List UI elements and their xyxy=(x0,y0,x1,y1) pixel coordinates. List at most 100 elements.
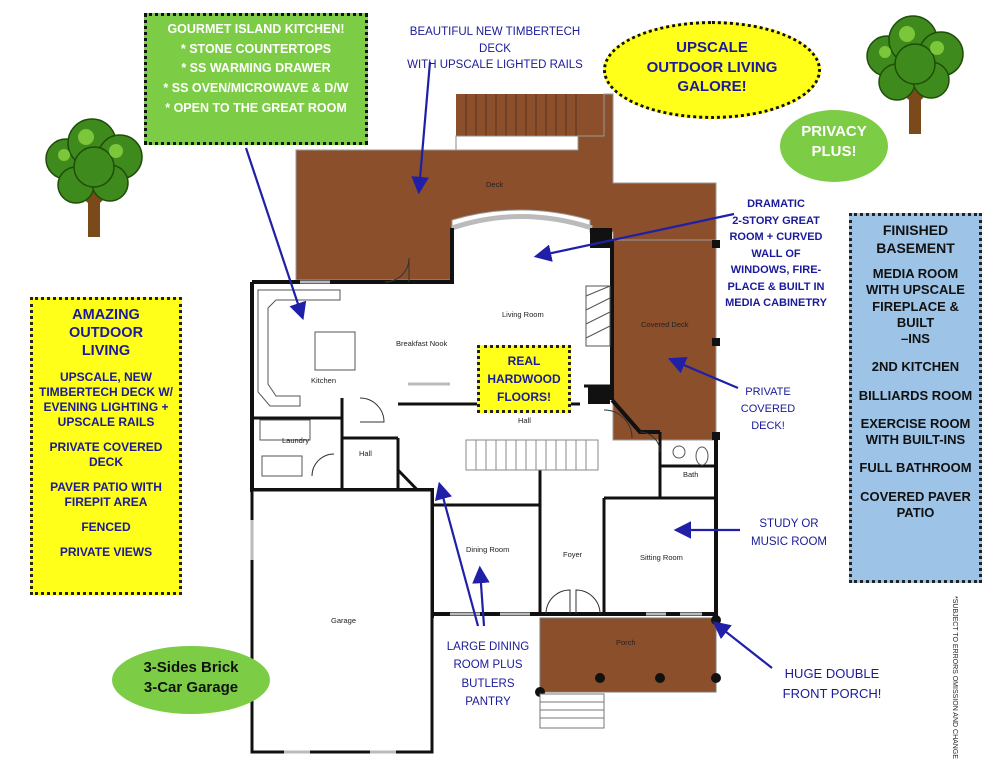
room-label-porch: Porch xyxy=(616,638,636,647)
basement-item-line: COVERED PAVER xyxy=(860,488,971,504)
amazing-item: FENCED xyxy=(37,520,175,535)
dining-line: PANTRY xyxy=(465,696,511,709)
room-label-hall-small: Hall xyxy=(359,449,372,458)
study-line: MUSIC ROOM xyxy=(750,535,828,548)
basement-item-line: PATIO xyxy=(896,504,935,520)
basement-item: COVERED PAVER PATIO xyxy=(855,489,976,522)
kitchen-callout-item: * OPEN TO THE GREAT ROOM xyxy=(165,100,347,115)
amazing-item-line: PAVER PATIO WITH xyxy=(50,480,162,495)
porch-line: HUGE DOUBLE xyxy=(784,666,880,681)
amazing-item: PRIVATE VIEWS xyxy=(37,545,175,560)
basement-item-line: WITH UPSCALE xyxy=(866,282,965,298)
amazing-item-line: DECK xyxy=(88,455,123,470)
amazing-item-line: PRIVATE COVERED xyxy=(49,440,163,455)
amazing-item: PAVER PATIO WITH FIREPIT AREA xyxy=(37,480,175,510)
basement-item-line: EXERCISE ROOM xyxy=(860,415,971,431)
porch-callout: HUGE DOUBLE FRONT PORCH! xyxy=(778,664,886,704)
room-label-bath: Bath xyxy=(683,470,699,479)
basement-item-line: BILLIARDS ROOM xyxy=(858,387,973,403)
great-room-line: MEDIA CABINETRY xyxy=(725,297,827,309)
room-label-foyer: Foyer xyxy=(563,550,583,559)
study-callout: STUDY OR MUSIC ROOM xyxy=(744,516,834,552)
room-label-deck: Deck xyxy=(486,180,504,189)
great-room-line: ROOM + CURVED xyxy=(729,231,823,243)
amazing-item-line: UPSCALE RAILS xyxy=(57,415,155,430)
upscale-line: UPSCALE xyxy=(676,39,748,56)
amazing-outdoor-box: AMAZING OUTDOOR LIVING UPSCALE, NEW TIMB… xyxy=(30,297,182,595)
amazing-title-line: OUTDOOR xyxy=(68,325,144,342)
private-covered-callout: PRIVATE COVERED DECK! xyxy=(732,384,804,435)
amazing-title-line: AMAZING xyxy=(72,307,140,323)
room-label-garage: Garage xyxy=(331,616,357,625)
basement-title-line: BASEMENT xyxy=(876,239,955,256)
private-covered-line: DECK! xyxy=(751,420,785,433)
great-room-line: DRAMATIC xyxy=(747,198,805,210)
amazing-item-line: EVENING LIGHTING + xyxy=(43,400,169,415)
room-label-laundry: Laundry xyxy=(282,436,310,445)
basement-item: EXERCISE ROOM WITH BUILT-INS xyxy=(855,416,976,449)
upscale-outdoor-ellipse: UPSCALE OUTDOOR LIVING GALORE! xyxy=(603,21,821,119)
garage-callout-line: 3-Car Garage xyxy=(143,678,239,696)
privacy-line: PRIVACY xyxy=(801,123,867,140)
finished-basement-box: FINISHED BASEMENT MEDIA ROOM WITH UPSCAL… xyxy=(849,213,982,583)
disclaimer-text: *SUBJECT TO ERRORS OMISSION AND CHANGE xyxy=(951,596,958,759)
great-room-line: WINDOWS, FIRE- xyxy=(730,264,822,276)
basement-item-line: FULL BATHROOM xyxy=(859,460,972,476)
basement-item-line: 2ND KITCHEN xyxy=(871,359,960,375)
dining-line: LARGE DINING xyxy=(446,641,530,653)
privacy-line: PLUS! xyxy=(811,143,857,161)
room-label-covered-deck: Covered Deck xyxy=(641,320,689,329)
study-line: STUDY OR xyxy=(759,518,819,530)
room-label-living-room: Living Room xyxy=(502,310,544,319)
private-covered-line: PRIVATE xyxy=(745,386,791,398)
kitchen-callout-item: * SS OVEN/MICROWAVE & D/W xyxy=(163,80,349,95)
hardwood-line: HARDWOOD xyxy=(487,372,561,386)
kitchen-callout-title: GOURMET ISLAND KITCHEN! xyxy=(167,22,345,36)
garage-brick-ellipse: 3-Sides Brick 3-Car Garage xyxy=(112,646,270,714)
porch-area xyxy=(539,617,717,693)
deck-callout-line: BEAUTIFUL NEW TIMBERTECH DECK xyxy=(409,26,581,55)
room-label-hall: Hall xyxy=(518,416,531,425)
tree-left-icon xyxy=(45,118,143,237)
deck-stairs xyxy=(455,94,604,151)
tree-right-icon xyxy=(866,15,964,134)
basement-item-line: WITH BUILT-INS xyxy=(865,432,966,447)
kitchen-callout-item: * STONE COUNTERTOPS xyxy=(180,41,332,56)
great-room-line: 2-STORY GREAT xyxy=(732,214,820,227)
room-label-sitting-room: Sitting Room xyxy=(640,553,683,562)
private-covered-line: COVERED xyxy=(740,403,796,416)
deck-callout: BEAUTIFUL NEW TIMBERTECH DECK WITH UPSCA… xyxy=(398,24,592,74)
amazing-item-line: FENCED xyxy=(81,520,131,535)
great-room-line: WALL OF xyxy=(751,247,801,260)
basement-item: FULL BATHROOM xyxy=(855,460,976,476)
garage-callout-line: 3-Sides Brick xyxy=(143,659,239,676)
upscale-line: OUTDOOR LIVING xyxy=(646,58,778,76)
basement-item-line: MEDIA ROOM xyxy=(872,266,959,281)
amazing-item: UPSCALE, NEW TIMBERTECH DECK W/ EVENING … xyxy=(37,370,175,430)
upscale-line: GALORE! xyxy=(677,78,747,95)
garage-area xyxy=(250,488,434,754)
amazing-item-line: TIMBERTECH DECK W/ xyxy=(39,385,173,400)
amazing-title: AMAZING OUTDOOR LIVING xyxy=(37,306,175,360)
kitchen-callout-box: GOURMET ISLAND KITCHEN! * STONE COUNTERT… xyxy=(144,13,368,145)
basement-item: 2ND KITCHEN xyxy=(855,359,976,375)
dining-line: ROOM PLUS xyxy=(453,659,523,672)
basement-title: FINISHED BASEMENT xyxy=(855,222,976,257)
amazing-title-line: LIVING xyxy=(81,343,131,360)
room-label-dining-room: Dining Room xyxy=(466,545,510,554)
hall-stairs xyxy=(465,439,599,471)
basement-item-line: FIREPLACE & BUILT xyxy=(872,298,959,330)
great-room-line: PLACE & BUILT IN xyxy=(727,280,825,293)
basement-title-line: FINISHED xyxy=(882,222,949,238)
covered-deck-area xyxy=(612,239,717,441)
amazing-item-line: FIREPIT AREA xyxy=(64,495,148,510)
basement-item: MEDIA ROOM WITH UPSCALE FIREPLACE & BUIL… xyxy=(855,266,976,347)
hardwood-line: REAL xyxy=(507,354,541,368)
dining-callout: LARGE DINING ROOM PLUS BUTLERS PANTRY xyxy=(446,638,530,712)
dining-line: BUTLERS xyxy=(461,677,515,690)
hardwood-floors-box: REAL HARDWOOD FLOORS! xyxy=(477,345,571,413)
privacy-plus-ellipse: PRIVACY PLUS! xyxy=(780,110,888,182)
room-label-kitchen: Kitchen xyxy=(311,376,337,385)
room-label-breakfast-nook: Breakfast Nook xyxy=(396,339,448,348)
